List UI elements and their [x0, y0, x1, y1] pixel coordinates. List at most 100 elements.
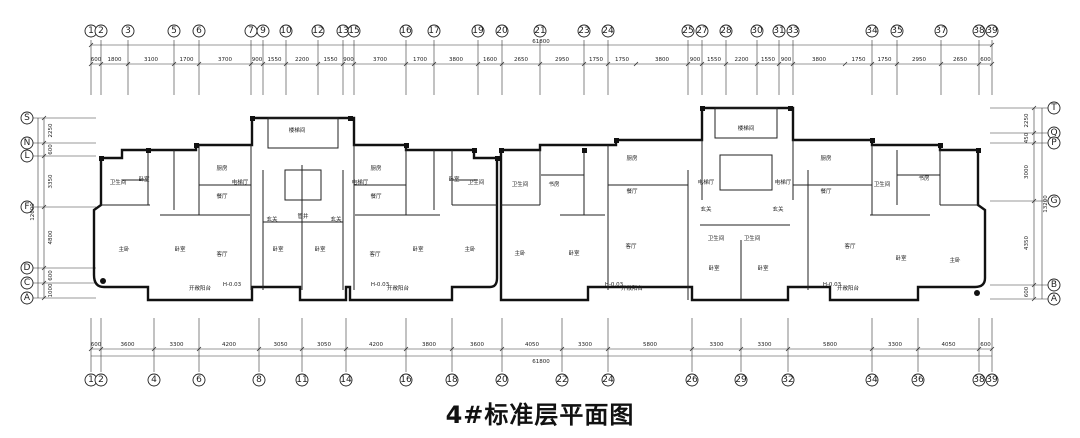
bottom-dim-value: 4050: [525, 342, 539, 348]
right-dim-tick: [1031, 140, 1037, 146]
top-dim-value: 900: [343, 57, 354, 63]
top-dim-tick: [196, 61, 202, 67]
top-axis-label: 10: [280, 26, 292, 36]
room-label-living: 客厅: [844, 242, 856, 250]
right-axis-circle: [1047, 278, 1061, 292]
right-building-outline: [499, 150, 987, 302]
room-label-bedroom: 卧室: [757, 264, 769, 272]
top-axis-label: 37: [935, 26, 946, 36]
top-axis-label: 12: [312, 26, 323, 36]
room-label-bathroom: 卫生间: [744, 234, 761, 242]
top-axis-label: 7: [248, 26, 254, 36]
column: [614, 138, 619, 143]
bottom-axis-circle: [734, 373, 748, 387]
room-label-shaft: 管井: [297, 212, 309, 220]
top-dim-value: 1550: [761, 57, 775, 63]
top-axis-circle: [865, 24, 879, 38]
top-dim-tick: [283, 61, 289, 67]
room-label-balcony: 开敞阳台: [387, 284, 410, 292]
left-axis-circle: [20, 111, 34, 125]
room-label-stair: 楼梯间: [289, 126, 306, 134]
room-label-bathroom: 卫生间: [110, 178, 127, 186]
top-dim-tick: [699, 61, 705, 67]
top-axis-circle: [311, 24, 325, 38]
room-label-entry: 玄关: [700, 205, 712, 213]
bottom-dim-tick: [989, 346, 995, 352]
bottom-dim-tick: [151, 346, 157, 352]
top-dim-tick: [88, 61, 94, 67]
bottom-dim-tick: [976, 346, 982, 352]
left-dim-total: 12600: [30, 203, 36, 221]
top-axis-circle: [427, 24, 441, 38]
column: [582, 148, 587, 153]
bottom-axis-label: 26: [686, 375, 698, 385]
top-axis-circle: [681, 24, 695, 38]
top-dim-value: 3700: [373, 57, 387, 63]
top-dim-value: 3800: [449, 57, 463, 63]
bottom-axis-label: 39: [986, 375, 998, 385]
bottom-dim-tick: [88, 346, 94, 352]
top-dim-value: 900: [781, 57, 792, 63]
bottom-dim-value: 4200: [369, 342, 383, 348]
top-dim-tick: [723, 61, 729, 67]
top-axis-circle: [471, 24, 485, 38]
bottom-axis-label: 29: [735, 375, 747, 385]
top-dim-tick: [754, 61, 760, 67]
room-label-master-bedroom: 主卧: [118, 245, 130, 253]
column: [938, 143, 943, 148]
bottom-axis-circle: [685, 373, 699, 387]
bottom-dim-value: 5800: [643, 342, 657, 348]
left-axis-label: S: [24, 113, 30, 123]
right-dim-tick: [1031, 130, 1037, 136]
bottom-axis-label: 32: [782, 375, 793, 385]
room-label-bathroom: 卫生间: [468, 178, 485, 186]
bottom-axis-label: 38: [973, 375, 985, 385]
bottom-axis-label: 6: [196, 375, 202, 385]
room-label-balcony: 开敞阳台: [837, 284, 860, 292]
room-label-master-bedroom: 主卧: [514, 249, 526, 257]
room-label-bathroom: 卫生间: [708, 234, 725, 242]
top-dim-value: 2950: [912, 57, 926, 63]
top-axis-label: 19: [472, 26, 484, 36]
left-axis-circle: [20, 276, 34, 290]
bottom-dim-tick: [738, 346, 744, 352]
top-axis-circle: [972, 24, 986, 38]
top-dim-total: 61800: [532, 39, 550, 45]
level-mark: H-0.03: [605, 282, 624, 288]
left-stair: [267, 117, 339, 149]
top-axis-circle: [772, 24, 786, 38]
room-label-bedroom: 卧室: [412, 245, 424, 253]
top-axis-label: 31: [773, 26, 784, 36]
top-axis-label: 30: [751, 26, 763, 36]
right-axis-label: Q: [1050, 128, 1057, 138]
round-column: [974, 290, 980, 296]
room-label-living: 客厅: [625, 242, 637, 250]
top-axis-circle: [192, 24, 206, 38]
bottom-axis-circle: [295, 373, 309, 387]
top-dim-value: 3800: [655, 57, 669, 63]
room-label-entry: 玄关: [330, 215, 342, 223]
top-axis-circle: [279, 24, 293, 38]
top-axis-label: 2: [98, 26, 104, 36]
top-axis-label: 15: [348, 26, 359, 36]
top-dim-tick: [581, 61, 587, 67]
room-label-bedroom: 卧室: [895, 254, 907, 262]
left-dim-tick: [41, 115, 47, 121]
top-dim-value: 2200: [735, 57, 749, 63]
column: [495, 156, 500, 161]
top-dim-tick: [431, 61, 437, 67]
room-label-balcony: 开敞阳台: [189, 284, 212, 292]
bottom-dim-tick: [605, 346, 611, 352]
column: [472, 148, 477, 153]
top-dim-tick: [685, 61, 691, 67]
bottom-dim-value: 3800: [422, 342, 436, 348]
left-axis-label: N: [24, 138, 31, 148]
right-axis-label: G: [1051, 196, 1058, 206]
top-dim-value: 1700: [180, 57, 194, 63]
left-axis-label: L: [24, 151, 29, 161]
column: [404, 143, 409, 148]
bottom-axis-label: 11: [296, 375, 307, 385]
top-dim-tick: [869, 61, 875, 67]
